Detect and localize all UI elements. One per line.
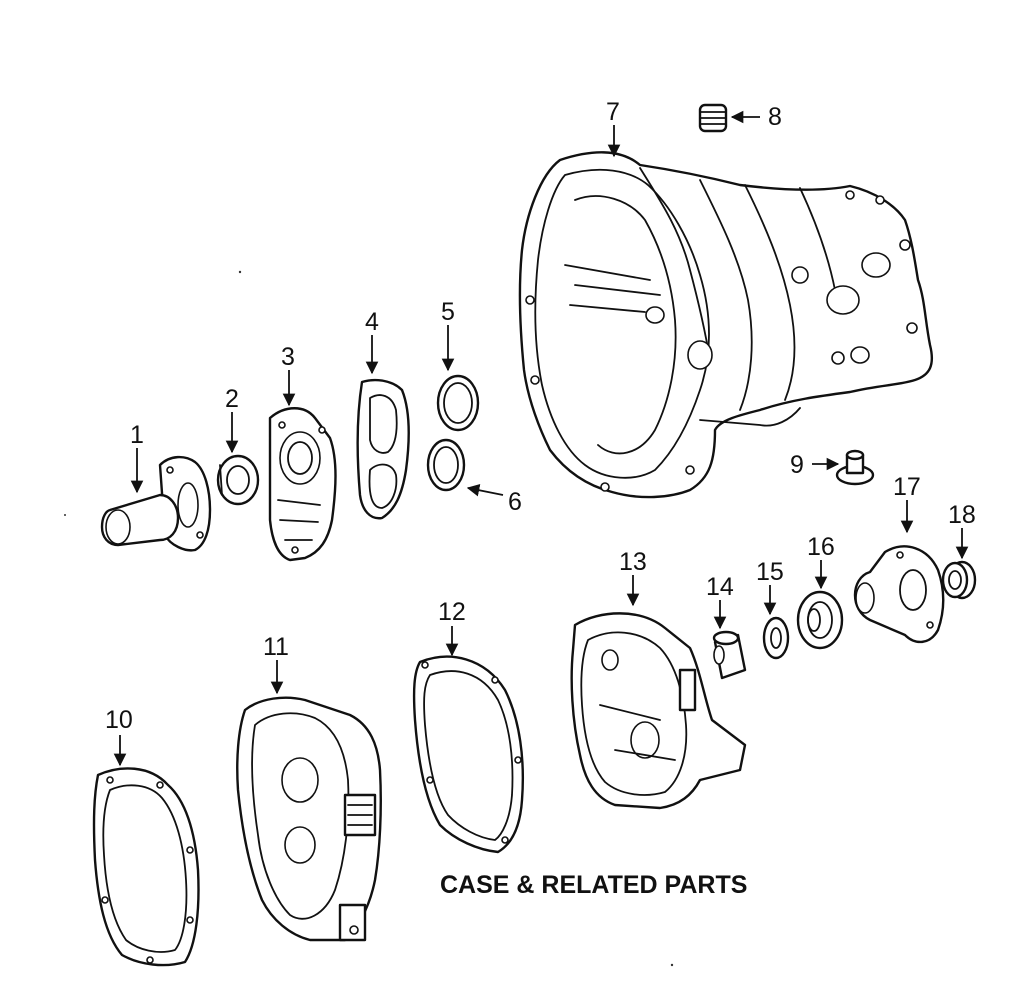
- part-8-plug: [698, 103, 728, 133]
- callout-18: 18: [948, 501, 976, 529]
- part-15-washer: [762, 616, 790, 660]
- part-14-bushing: [712, 630, 747, 680]
- callout-2: 2: [225, 385, 239, 413]
- part-11-adapter-housing: [236, 696, 382, 942]
- part-2-bearing: [216, 454, 260, 506]
- callout-7: 7: [606, 98, 620, 126]
- part-6-seal: [426, 438, 466, 492]
- callout-4: 4: [365, 308, 379, 336]
- part-10-gasket: [92, 767, 200, 967]
- callout-numbers: 1 2 3 4 5 6 7 8 9 10 11 12 13 14 15 16 1…: [105, 98, 976, 734]
- part-9-breather: [835, 449, 875, 486]
- part-7-transmission-case: [518, 151, 934, 499]
- callout-11: 11: [263, 633, 289, 661]
- callout-12: 12: [438, 598, 466, 626]
- callout-15: 15: [756, 558, 784, 586]
- part-12-gasket: [412, 655, 525, 854]
- callout-13: 13: [619, 548, 647, 576]
- part-16-bearing: [796, 590, 844, 650]
- callout-1: 1: [130, 421, 144, 449]
- diagram-caption: CASE & RELATED PARTS: [440, 871, 747, 899]
- callout-16: 16: [807, 533, 835, 561]
- scan-specks: [64, 270, 674, 967]
- part-18-seal: [941, 560, 977, 600]
- callout-5: 5: [441, 298, 455, 326]
- part-1-bearing-retainer: [100, 455, 212, 552]
- callout-8: 8: [768, 103, 782, 131]
- part-13-intermediate-plate: [570, 612, 747, 810]
- part-17-rear-retainer: [853, 545, 945, 644]
- part-4-gasket: [356, 378, 410, 520]
- callout-9: 9: [790, 451, 804, 479]
- callout-14: 14: [706, 573, 734, 601]
- callout-leaders: [113, 110, 969, 767]
- callout-3: 3: [281, 343, 295, 371]
- callout-10: 10: [105, 706, 133, 734]
- callout-6: 6: [508, 488, 522, 516]
- part-3-cover-plate: [268, 407, 337, 562]
- part-5-seal: [436, 374, 480, 432]
- callout-17: 17: [893, 473, 921, 501]
